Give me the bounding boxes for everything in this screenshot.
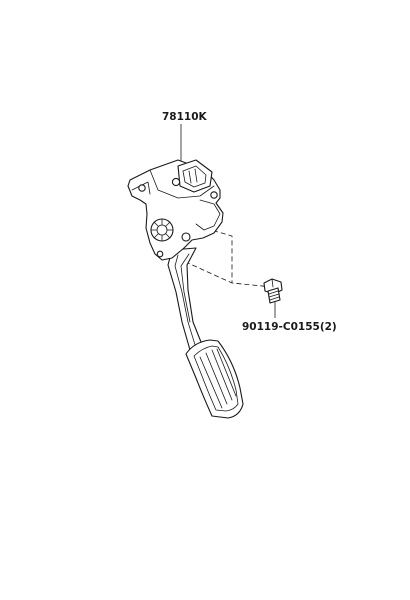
- pedal-pad: [185, 339, 244, 419]
- pedal-housing: [127, 159, 224, 261]
- bolt: [263, 278, 283, 304]
- pedal-assembly-label[interactable]: 78110K: [162, 111, 208, 123]
- pedal-arm: [167, 247, 206, 353]
- bolt-label[interactable]: 90119-C0155(2): [242, 321, 337, 333]
